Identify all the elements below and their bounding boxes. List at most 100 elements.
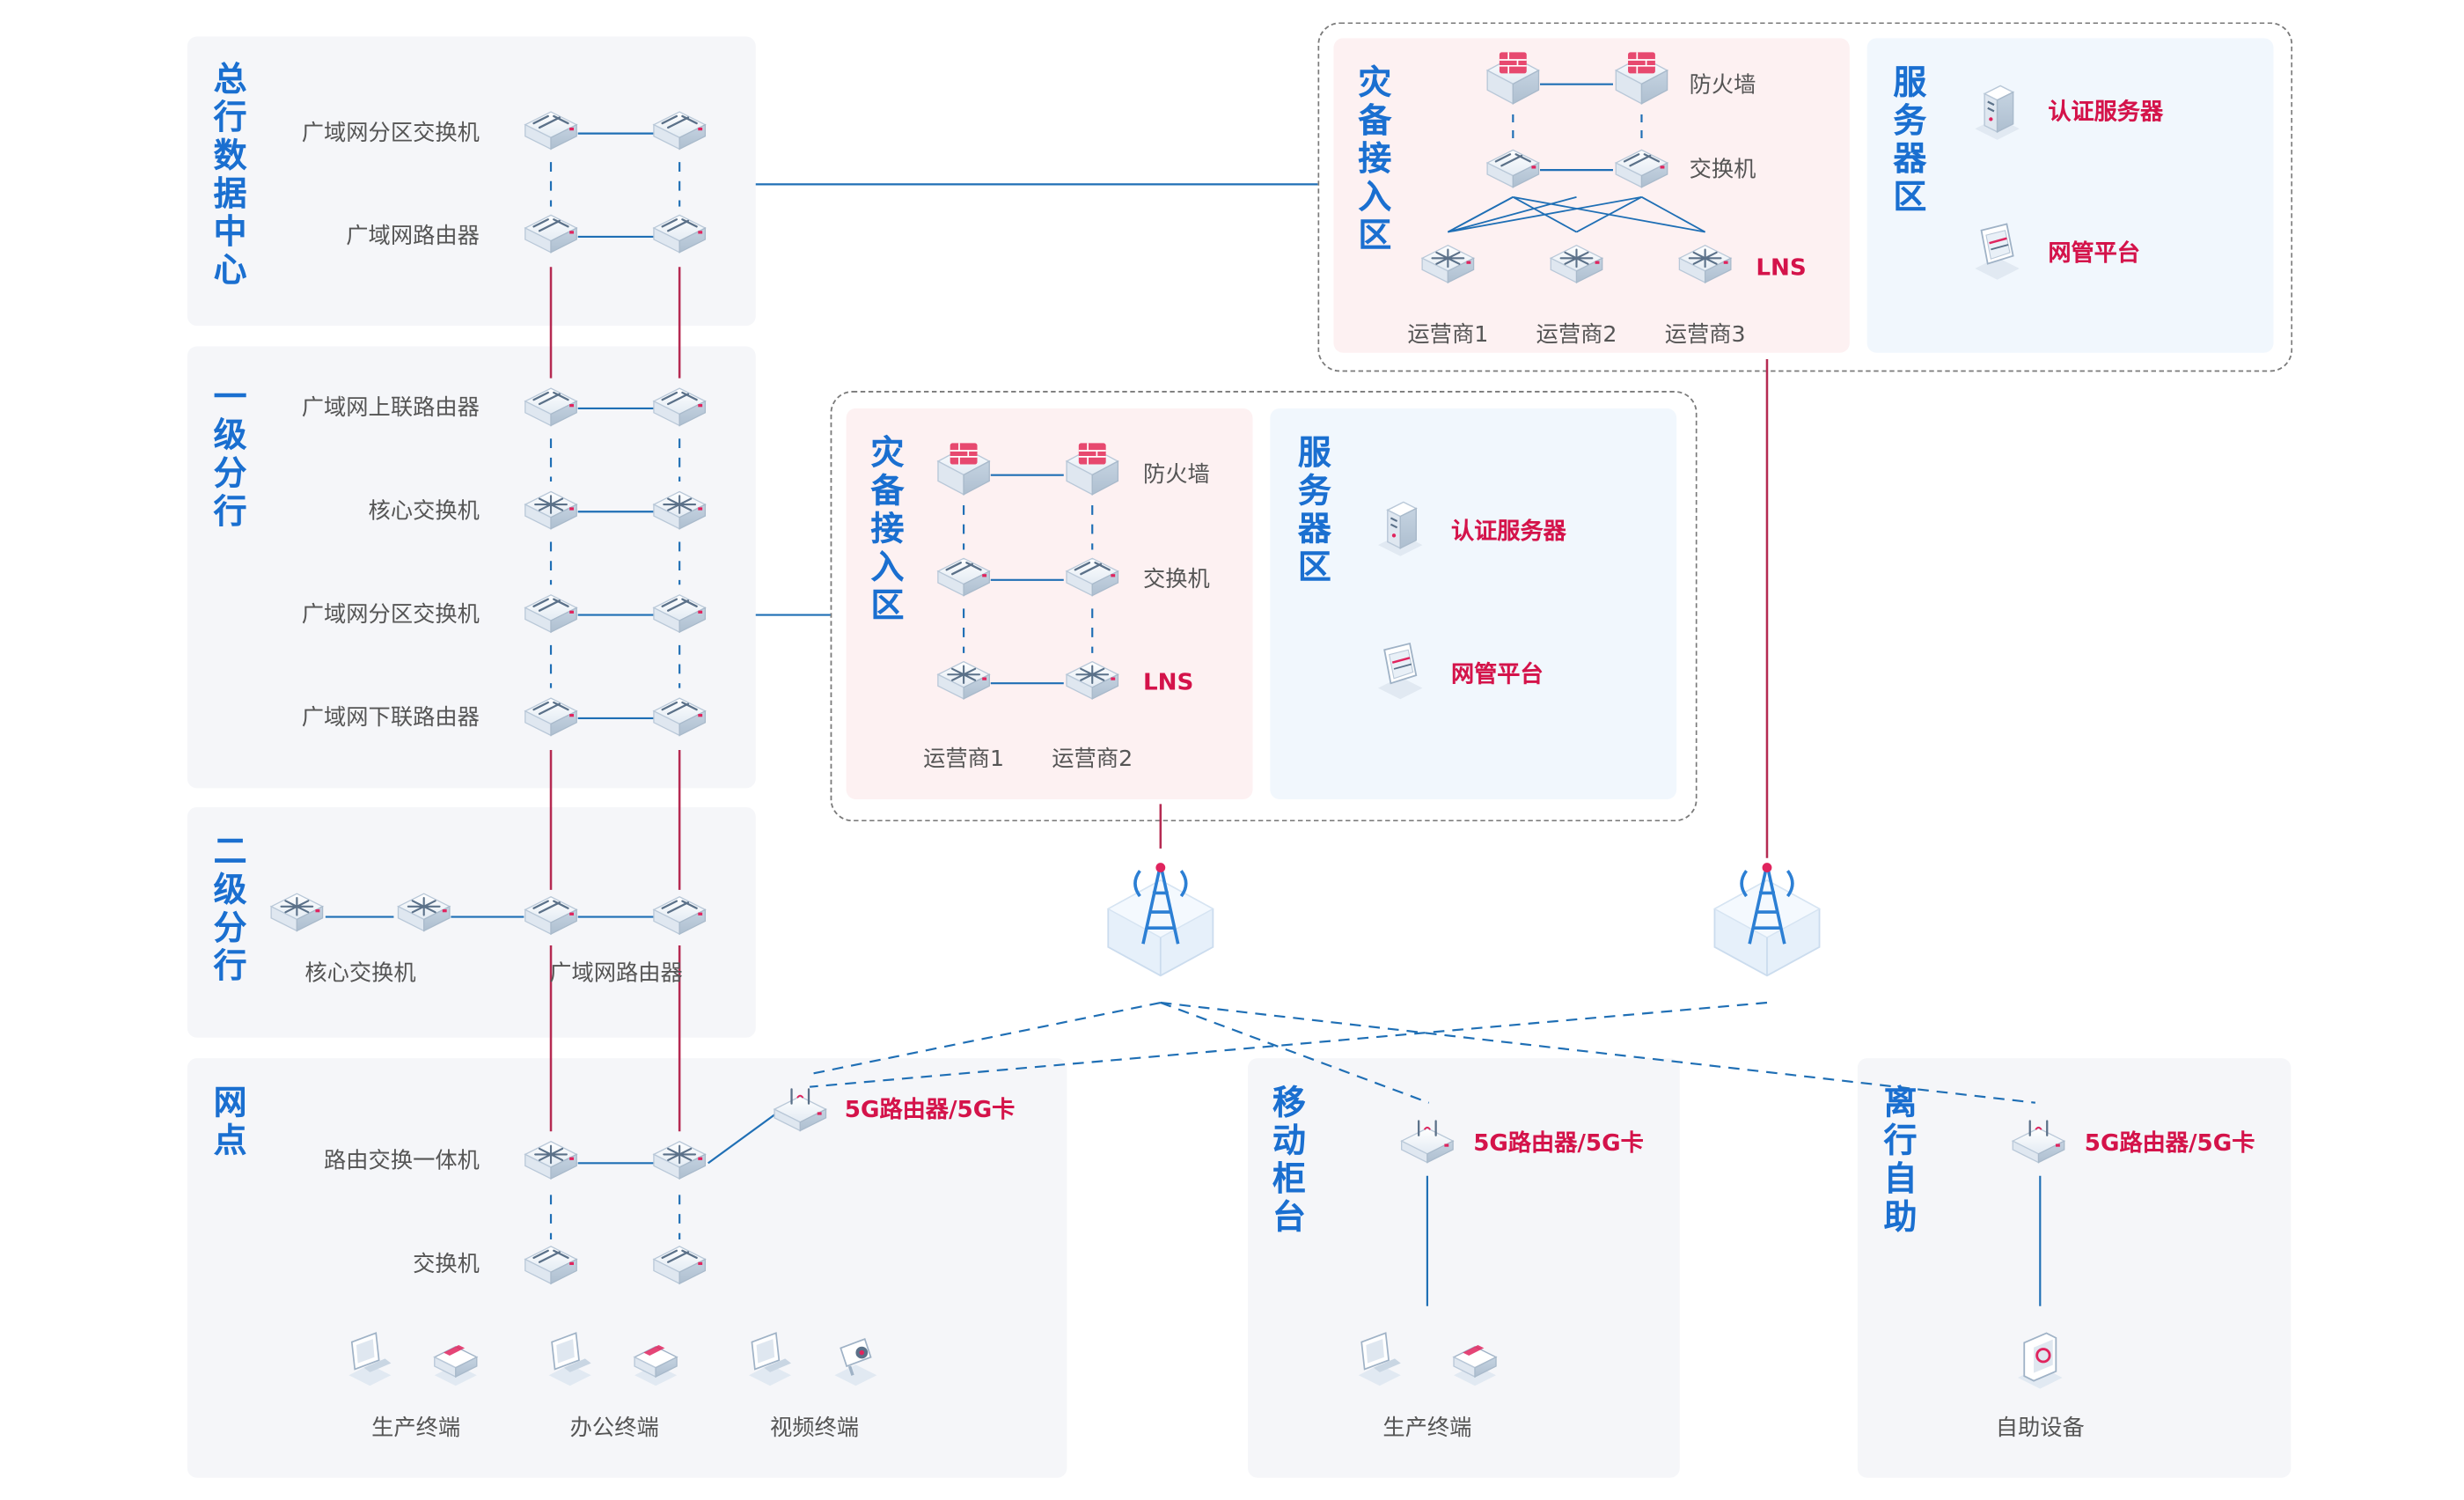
outlet-video-terminal-label: 视频终端 <box>769 1415 860 1442</box>
nms-icon <box>1966 219 2029 286</box>
dr-top-firewall-label: 防火墙 <box>1689 73 1756 99</box>
core-switch-icon <box>523 1135 580 1188</box>
core-switch-icon <box>395 886 452 940</box>
core-switch-icon <box>1419 239 1477 292</box>
router-icon <box>651 691 708 745</box>
server-top-title: 服务器区 <box>1893 63 1927 217</box>
switch-icon <box>1485 143 1542 196</box>
cell-tower-icon <box>1105 849 1216 991</box>
hq-panel <box>187 36 756 327</box>
tier1-wan-switch-label: 广域网分区交换机 <box>301 602 480 629</box>
outlet-title: 网点 <box>213 1084 247 1160</box>
dr-mid-switch-label: 交换机 <box>1142 567 1210 593</box>
dr-top-carrier2-label: 运营商2 <box>1536 322 1617 349</box>
hq-title: 总行数据中心 <box>213 60 247 290</box>
mobile-counter-panel <box>1248 1058 1680 1478</box>
tier1-core-switch-label: 核心交换机 <box>368 498 480 525</box>
self-service-panel <box>1857 1058 2292 1478</box>
self-service-5g-router-label: 5G路由器/5G卡 <box>2084 1131 2255 1158</box>
tier1-downlink-router-label: 广域网下联路由器 <box>301 705 480 732</box>
dr-mid-carrier1-label: 运营商1 <box>923 746 1005 773</box>
router-icon <box>523 208 580 261</box>
atm-icon <box>2008 1328 2072 1395</box>
outlet-router-switch-label: 路由交换一体机 <box>324 1149 480 1174</box>
switch-icon <box>523 1239 580 1293</box>
core-switch-icon <box>1064 655 1121 709</box>
pc-icon <box>539 1328 600 1392</box>
pc-icon <box>740 1328 801 1392</box>
cell-tower-icon <box>1712 849 1822 991</box>
switch-icon <box>1064 551 1121 605</box>
core-switch-icon <box>1548 239 1605 292</box>
wireless-router-icon <box>1398 1115 1456 1169</box>
tier2-core-switch-label: 核心交换机 <box>304 961 416 987</box>
server-mid-title: 服务器区 <box>1297 433 1331 587</box>
outlet-switch-label: 交换机 <box>413 1252 480 1278</box>
router-icon <box>651 381 708 435</box>
core-switch-icon <box>651 485 708 539</box>
dr-mid-title: 灾备接入区 <box>870 433 905 625</box>
outlet-production-terminal-label: 生产终端 <box>371 1415 461 1442</box>
switch-icon <box>523 105 580 158</box>
core-switch-icon <box>523 485 580 539</box>
router-icon <box>523 381 580 435</box>
firewall-icon <box>1062 438 1123 502</box>
server-top-nms-label: 网管平台 <box>2048 241 2140 268</box>
server-mid-nms-label: 网管平台 <box>1450 662 1544 688</box>
hq-wan-switch-label: 广域网分区交换机 <box>301 121 480 147</box>
firewall-icon <box>934 438 994 502</box>
hq-wan-router-label: 广域网路由器 <box>346 224 480 250</box>
camera-icon <box>825 1328 886 1392</box>
tier2-wan-router-label: 广域网路由器 <box>549 961 683 987</box>
outlet-office-terminal-label: 办公终端 <box>569 1415 659 1442</box>
dr-mid-group <box>830 391 1698 822</box>
dr-mid-panel <box>846 408 1253 799</box>
switch-icon <box>935 551 993 605</box>
mobile-terminal-label: 生产终端 <box>1382 1415 1472 1442</box>
switch-icon <box>1613 143 1670 196</box>
outlet-panel <box>187 1058 1067 1478</box>
router-icon <box>523 890 580 944</box>
mobile-counter-title: 移动柜台 <box>1272 1084 1306 1237</box>
router-icon <box>651 890 708 944</box>
mobile-5g-router-label: 5G路由器/5G卡 <box>1473 1131 1644 1158</box>
server-top-panel <box>1866 38 2274 353</box>
dr-top-lns-label: LNS <box>1756 255 1807 282</box>
dr-top-switch-label: 交换机 <box>1689 157 1756 183</box>
dr-top-group <box>1317 22 2293 372</box>
firewall-icon <box>1611 48 1672 111</box>
server-mid-auth-label: 认证服务器 <box>1450 519 1566 546</box>
server-icon <box>1966 79 2029 146</box>
dr-top-panel <box>1333 38 1850 353</box>
printer-icon <box>426 1328 487 1392</box>
switch-icon <box>651 1239 708 1293</box>
printer-icon <box>626 1328 686 1392</box>
tier1-uplink-router-label: 广域网上联路由器 <box>301 395 480 422</box>
tier1-title: 一级分行 <box>213 378 247 531</box>
pc-icon <box>340 1328 400 1392</box>
outlet-5g-router-label: 5G路由器/5G卡 <box>844 1098 1016 1124</box>
printer-icon <box>1445 1328 1506 1392</box>
dr-mid-firewall-label: 防火墙 <box>1142 462 1210 489</box>
self-service-title: 离行自助 <box>1883 1084 1918 1237</box>
core-switch-icon <box>935 655 993 709</box>
dr-top-carrier3-label: 运营商3 <box>1664 322 1746 349</box>
core-switch-icon <box>268 886 326 940</box>
dr-top-carrier1-label: 运营商1 <box>1407 322 1489 349</box>
pc-icon <box>1350 1328 1411 1392</box>
dr-mid-lns-label: LNS <box>1142 670 1194 696</box>
router-icon <box>523 691 580 745</box>
router-icon <box>651 208 708 261</box>
wireless-router-icon <box>2010 1115 2067 1169</box>
server-icon <box>1368 496 1432 562</box>
self-service-device-label: 自助设备 <box>1995 1415 2085 1442</box>
switch-icon <box>523 588 580 642</box>
server-top-auth-label: 认证服务器 <box>2048 99 2164 126</box>
core-switch-icon <box>651 1135 708 1188</box>
dr-top-title: 灾备接入区 <box>1358 63 1392 254</box>
firewall-icon <box>1483 48 1544 111</box>
switch-icon <box>651 105 708 158</box>
nms-icon <box>1368 639 1432 706</box>
tier2-title: 二级分行 <box>213 832 247 986</box>
